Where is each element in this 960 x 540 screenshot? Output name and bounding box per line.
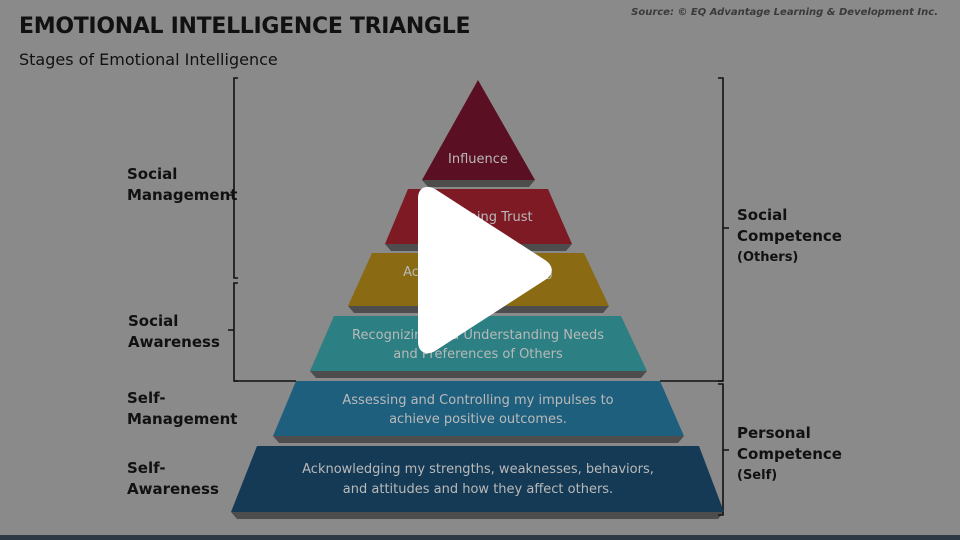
label-line: Social xyxy=(127,165,178,183)
level-bevel xyxy=(310,371,647,378)
source-credit: Source: © EQ Advantage Learning & Develo… xyxy=(631,7,938,18)
label-self-management: Self- Management xyxy=(127,388,237,430)
label-line: Self- xyxy=(127,459,166,477)
slide-title: EMOTIONAL INTELLIGENCE TRIANGLE xyxy=(19,14,471,39)
level-text: and attitudes and how they affect others… xyxy=(343,482,613,497)
label-line: Social xyxy=(737,206,788,224)
label-line: (Others) xyxy=(737,250,799,265)
label-social-management: Social Management xyxy=(127,164,237,206)
level-text: Assessing and Controlling my impulses to xyxy=(342,393,613,408)
label-line: Management xyxy=(127,410,238,428)
label-personal-competence: Personal Competence (Self) xyxy=(737,423,842,486)
bracket-social-management xyxy=(228,77,238,279)
label-line: Awareness xyxy=(128,333,220,351)
level-shape xyxy=(422,80,535,180)
level-text: Recognizing and Understanding Needs xyxy=(352,328,604,343)
label-line: Competence xyxy=(737,227,842,245)
level-text: and Preferences of Others xyxy=(393,347,563,362)
level-text: Acknowledging my strengths, weaknesses, … xyxy=(302,462,654,477)
level-text: Influence xyxy=(448,152,508,167)
slide-subtitle: Stages of Emotional Intelligence xyxy=(19,50,278,69)
play-button[interactable] xyxy=(380,180,580,360)
bracket-social-awareness xyxy=(228,282,238,382)
bottom-bar xyxy=(0,535,960,540)
level-shape xyxy=(273,381,684,436)
play-icon[interactable] xyxy=(418,186,552,354)
bracket-personal-competence xyxy=(718,383,729,516)
label-social-awareness: Social Awareness xyxy=(128,311,220,353)
bracket-social-competence xyxy=(718,77,729,382)
pyramid-level-1: Influence xyxy=(422,80,535,187)
level-shape xyxy=(310,316,647,371)
label-line: (Self) xyxy=(737,468,778,483)
label-line: Awareness xyxy=(127,480,219,498)
label-line: Competence xyxy=(737,445,842,463)
level-bevel xyxy=(422,180,535,187)
label-social-competence: Social Competence (Others) xyxy=(737,205,842,268)
label-line: Self- xyxy=(127,389,166,407)
level-shape xyxy=(231,446,724,512)
pyramid-level-6: Acknowledging my strengths, weaknesses, … xyxy=(231,446,724,519)
level-bevel xyxy=(231,512,724,519)
level-text: achieve positive outcomes. xyxy=(389,412,567,427)
pyramid-level-5: Assessing and Controlling my impulses to… xyxy=(273,381,684,443)
label-line: Personal xyxy=(737,424,811,442)
level-bevel xyxy=(273,436,684,443)
pyramid-level-4: Recognizing and Understanding Needs and P… xyxy=(310,316,647,378)
label-line: Social xyxy=(128,312,179,330)
label-self-awareness: Self- Awareness xyxy=(127,458,219,500)
brackets xyxy=(228,77,729,516)
label-line: Management xyxy=(127,186,238,204)
